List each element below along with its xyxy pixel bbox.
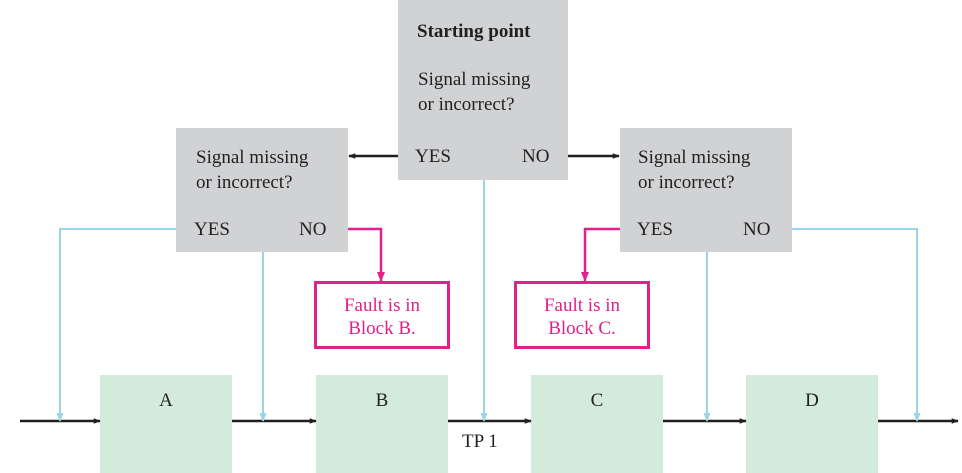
start-no-label: NO xyxy=(522,146,550,167)
right-yes-label: YES xyxy=(637,219,673,240)
start-yes-label: YES xyxy=(415,146,451,167)
probe-left-yes xyxy=(56,228,176,422)
block-d-label: D xyxy=(805,390,819,411)
left-question-line1: Signal missing xyxy=(196,147,309,168)
fault-block-c-box: Fault is in Block C. xyxy=(514,281,650,349)
right-decision-box xyxy=(620,128,792,252)
right-question-line1: Signal missing xyxy=(638,147,751,168)
left-question-line2: or incorrect? xyxy=(196,172,293,193)
block-b-label: B xyxy=(375,390,389,411)
fault-c-line1: Fault is in xyxy=(543,295,620,316)
left-no-label: NO xyxy=(299,219,327,240)
block-c xyxy=(531,375,663,473)
start-question-line1: Signal missing xyxy=(418,69,531,90)
block-c-label: C xyxy=(590,390,604,411)
start-question-line2: or incorrect? xyxy=(418,94,515,115)
probe-right-no xyxy=(792,228,921,422)
fault-block-b-box: Fault is in Block B. xyxy=(314,281,450,349)
start-decision-box xyxy=(398,0,568,180)
fault-b-line2: Block B. xyxy=(348,318,416,339)
fault-b-line1: Fault is in xyxy=(343,295,420,316)
fault-c-line2: Block C. xyxy=(548,318,616,339)
block-b xyxy=(316,375,448,473)
left-no-fault-arrow xyxy=(348,227,385,282)
block-d xyxy=(746,375,878,473)
right-yes-fault-arrow xyxy=(581,227,620,282)
left-decision-box xyxy=(176,128,348,252)
left-yes-label: YES xyxy=(194,219,230,240)
right-question-line2: or incorrect? xyxy=(638,172,735,193)
right-no-label: NO xyxy=(743,219,771,240)
block-a xyxy=(100,375,232,473)
test-point-label: TP 1 xyxy=(462,431,498,452)
start-title: Starting point xyxy=(417,21,531,42)
block-a-label: A xyxy=(159,390,173,411)
